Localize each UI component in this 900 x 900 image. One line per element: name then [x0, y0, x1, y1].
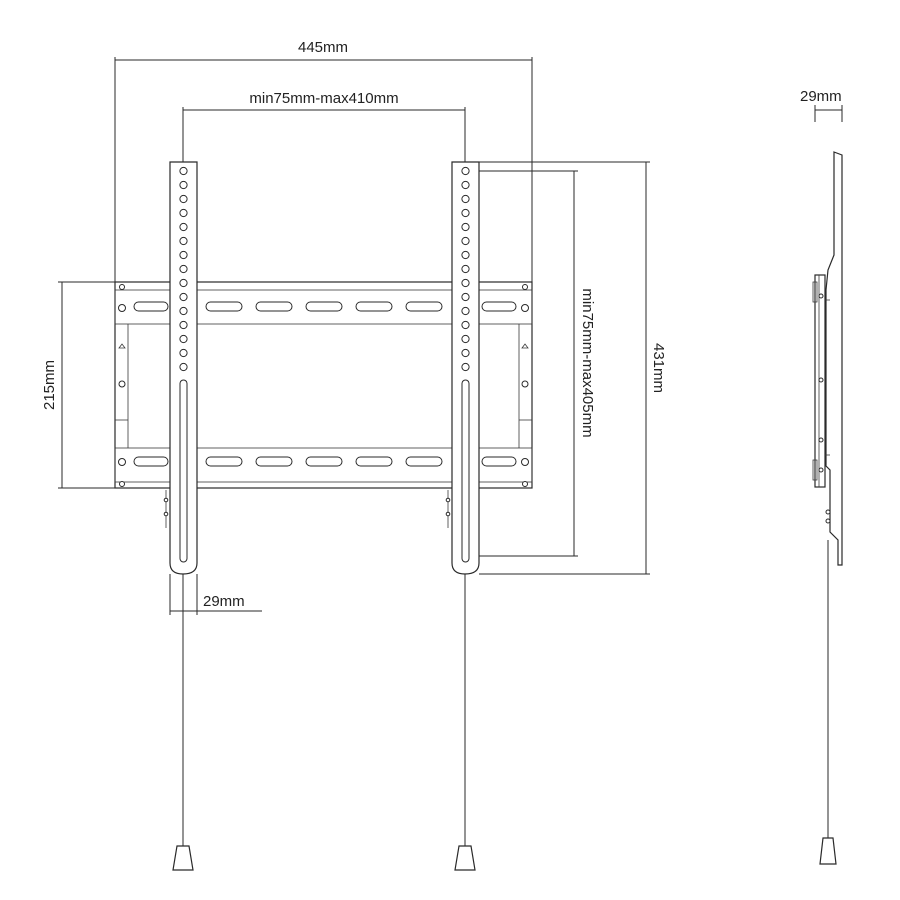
dimension-arm-height: 431mm [479, 161, 667, 575]
right-pull-cord [454, 574, 476, 871]
bottom-rail-slots [133, 456, 517, 467]
side-view: 29mm [800, 88, 843, 865]
dimension-plate-height: 215mm [41, 281, 115, 489]
right-vertical-arm [445, 161, 480, 575]
dimension-vertical-spacing: min75mm-max405mm [479, 170, 596, 557]
plate-height-label: 215mm [41, 360, 58, 410]
hole-spacing-horizontal-label: min75mm-max410mm [249, 90, 398, 107]
arm-width-label: 29mm [203, 593, 245, 610]
dimension-arm-width: 29mm [169, 574, 262, 615]
dimension-overall-width: 445mm [114, 39, 533, 282]
side-depth-label: 29mm [800, 88, 842, 105]
vertical-spacing-label: min75mm-max405mm [579, 288, 596, 437]
overall-width-label: 445mm [298, 39, 348, 56]
top-rail-slots [133, 301, 517, 312]
left-vertical-arm [163, 161, 198, 575]
left-pull-cord [172, 574, 194, 871]
arm-height-label: 431mm [650, 343, 667, 393]
dimension-hole-spacing-horizontal: min75mm-max410mm [182, 90, 466, 162]
